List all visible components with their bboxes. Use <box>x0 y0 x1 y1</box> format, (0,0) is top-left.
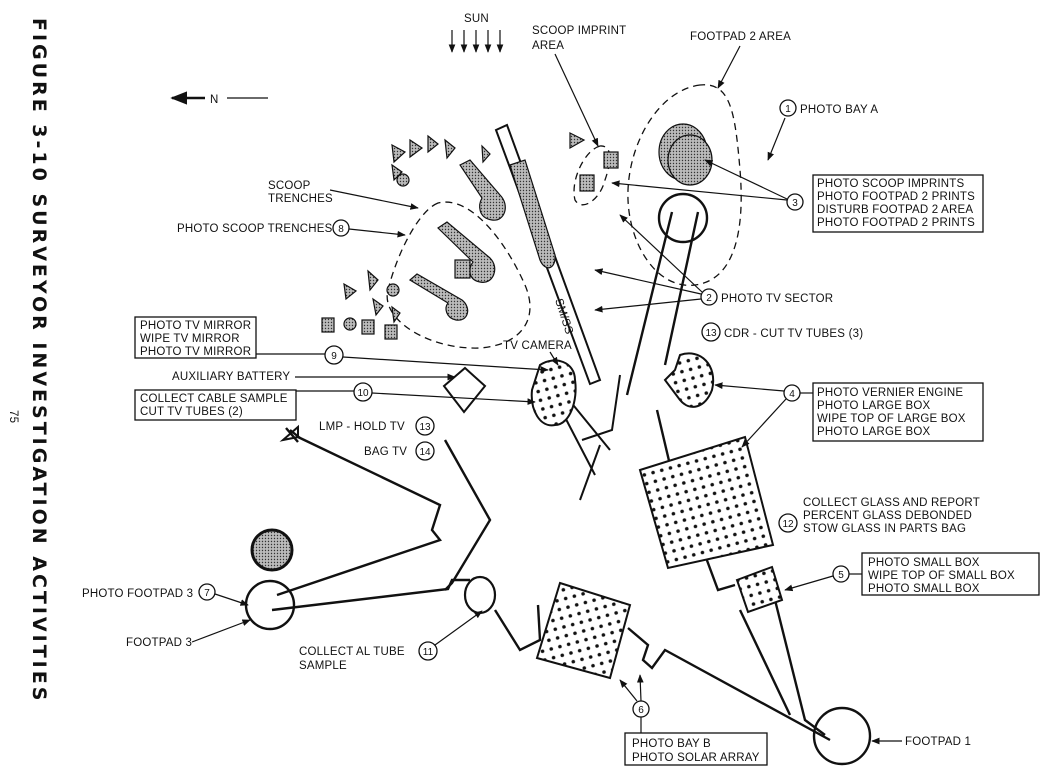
sun-label: SUN <box>464 13 489 25</box>
svg-text:4: 4 <box>789 389 795 400</box>
svg-text:5: 5 <box>838 570 844 581</box>
footpad-2-area-outline <box>627 84 742 286</box>
scoop-imprint-area-label: SCOOP IMPRINT <box>532 25 626 37</box>
activity-2: 2 PHOTO TV SECTOR <box>594 214 833 313</box>
footpad-1-label: FOOTPAD 1 <box>905 736 971 748</box>
svg-text:6: 6 <box>638 705 644 716</box>
solar-array <box>535 581 632 680</box>
footpad-3 <box>244 579 296 631</box>
footpad-2-area-label: FOOTPAD 2 AREA <box>690 31 791 43</box>
activity-13-cdr: 13 CDR - CUT TV TUBES (3) <box>701 322 863 342</box>
svg-text:3: 3 <box>792 198 798 209</box>
svg-text:SAMPLE: SAMPLE <box>299 660 347 672</box>
svg-text:PHOTO SMALL BOX: PHOTO SMALL BOX <box>868 557 980 569</box>
vernier-engine <box>663 352 715 408</box>
large-box <box>638 435 775 570</box>
svg-text:PHOTO FOOTPAD 3: PHOTO FOOTPAD 3 <box>82 588 193 600</box>
lander-frame <box>244 211 872 766</box>
svg-text:2: 2 <box>706 293 712 304</box>
north-label: N <box>210 94 219 106</box>
svg-text:COLLECT GLASS AND REPORT: COLLECT GLASS AND REPORT <box>803 497 980 509</box>
svg-text:14: 14 <box>419 447 431 458</box>
svg-text:7: 7 <box>204 588 210 599</box>
small-box <box>735 565 784 614</box>
scoop-imprint-icon <box>569 132 586 150</box>
svg-text:PHOTO SMALL BOX: PHOTO SMALL BOX <box>868 583 980 595</box>
svg-text:PHOTO VERNIER ENGINE: PHOTO VERNIER ENGINE <box>817 387 963 399</box>
activity-8: PHOTO SCOOP TRENCHES 8 <box>177 219 406 238</box>
surface-sampler-arm <box>494 123 602 386</box>
svg-text:13: 13 <box>419 422 431 433</box>
auxiliary-battery-label: AUXILIARY BATTERY <box>172 371 290 383</box>
activity-9: PHOTO TV MIRROR WIPE TV MIRROR PHOTO TV … <box>134 316 549 373</box>
activity-7: PHOTO FOOTPAD 3 7 <box>82 583 249 606</box>
activity-12: COLLECT GLASS AND REPORT PERCENT GLASS D… <box>778 497 980 535</box>
svg-text:PHOTO SOLAR ARRAY: PHOTO SOLAR ARRAY <box>632 752 760 764</box>
activity-5: PHOTO SMALL BOX WIPE TOP OF SMALL BOX PH… <box>784 552 1040 596</box>
page-number: 75 <box>7 410 19 423</box>
sun-rays-icon <box>448 30 504 53</box>
svg-text:WIPE TV MIRROR: WIPE TV MIRROR <box>140 333 240 345</box>
svg-text:8: 8 <box>338 224 344 235</box>
footpad-2 <box>657 192 709 244</box>
svg-text:12: 12 <box>782 519 794 530</box>
activity-11: COLLECT AL TUBE SAMPLE 11 <box>299 610 483 672</box>
activity-1: 1 PHOTO BAY A <box>767 99 878 161</box>
scoop-trenches-label-2: TRENCHES <box>268 193 333 205</box>
svg-text:BAG TV: BAG TV <box>364 446 407 458</box>
svg-text:PHOTO SCOOP IMPRINTS: PHOTO SCOOP IMPRINTS <box>817 178 964 190</box>
svg-text:9: 9 <box>331 351 337 362</box>
svg-text:PHOTO FOOTPAD 2 PRINTS: PHOTO FOOTPAD 2 PRINTS <box>817 217 975 229</box>
svg-text:CDR - CUT TV TUBES (3): CDR - CUT TV TUBES (3) <box>724 328 863 340</box>
figure-title: FIGURE 3-10 SURVEYOR INVESTIGATION ACTIV… <box>28 18 50 703</box>
svg-text:PERCENT GLASS DEBONDED: PERCENT GLASS DEBONDED <box>803 510 972 522</box>
auxiliary-battery <box>442 366 487 414</box>
svg-text:PHOTO TV MIRROR: PHOTO TV MIRROR <box>140 346 251 358</box>
footpad-3-label: FOOTPAD 3 <box>126 637 192 649</box>
svg-text:11: 11 <box>423 647 434 658</box>
svg-text:10: 10 <box>357 388 369 399</box>
svg-text:WIPE TOP OF LARGE BOX: WIPE TOP OF LARGE BOX <box>817 413 966 425</box>
al-tube <box>463 575 497 615</box>
svg-text:PHOTO FOOTPAD 2 PRINTS: PHOTO FOOTPAD 2 PRINTS <box>817 191 975 203</box>
tv-camera-label: TV CAMERA <box>503 340 572 352</box>
svg-text:CUT TV TUBES (2): CUT TV TUBES (2) <box>140 406 243 418</box>
activity-3: PHOTO SCOOP IMPRINTS PHOTO FOOTPAD 2 PRI… <box>611 159 984 233</box>
activity-4: PHOTO VERNIER ENGINE PHOTO LARGE BOX WIP… <box>714 382 984 448</box>
activity-6: 6 PHOTO BAY B PHOTO SOLAR ARRAY <box>619 674 768 766</box>
scoop-imprint-icon <box>579 174 595 192</box>
svg-text:STOW GLASS IN PARTS BAG: STOW GLASS IN PARTS BAG <box>803 523 966 535</box>
svg-text:LMP - HOLD TV: LMP - HOLD TV <box>319 421 405 433</box>
svg-text:PHOTO BAY A: PHOTO BAY A <box>800 104 878 116</box>
activity-10: COLLECT CABLE SAMPLE CUT TV TUBES (2) 10 <box>134 382 536 421</box>
svg-text:PHOTO TV MIRROR: PHOTO TV MIRROR <box>140 320 251 332</box>
svg-text:PHOTO SCOOP TRENCHES: PHOTO SCOOP TRENCHES <box>177 223 333 235</box>
footpad-1 <box>812 706 872 766</box>
scoop-trench-icons <box>321 134 506 340</box>
activity-14: BAG TV 14 <box>364 441 435 461</box>
svg-text:WIPE TOP OF SMALL BOX: WIPE TOP OF SMALL BOX <box>868 570 1015 582</box>
scoop-trenches-label: SCOOP <box>268 180 311 192</box>
svg-text:PHOTO BAY B: PHOTO BAY B <box>632 738 711 750</box>
scoop-imprint-icon <box>603 151 619 169</box>
tv-camera <box>530 359 577 427</box>
svg-text:1: 1 <box>785 104 791 115</box>
antenna-arm <box>279 424 299 442</box>
svg-text:PHOTO LARGE BOX: PHOTO LARGE BOX <box>817 426 930 438</box>
scoop-imprint-area-label-2: AREA <box>532 40 564 52</box>
svg-text:PHOTO TV SECTOR: PHOTO TV SECTOR <box>721 293 833 305</box>
activity-13-lmp: LMP - HOLD TV 13 <box>319 416 435 436</box>
svg-text:COLLECT CABLE SAMPLE: COLLECT CABLE SAMPLE <box>140 393 288 405</box>
svg-text:13: 13 <box>705 328 717 339</box>
svg-text:DISTURB FOOTPAD 2 AREA: DISTURB FOOTPAD 2 AREA <box>817 204 973 216</box>
svg-text:PHOTO LARGE BOX: PHOTO LARGE BOX <box>817 400 930 412</box>
svg-text:COLLECT AL TUBE: COLLECT AL TUBE <box>299 646 405 658</box>
